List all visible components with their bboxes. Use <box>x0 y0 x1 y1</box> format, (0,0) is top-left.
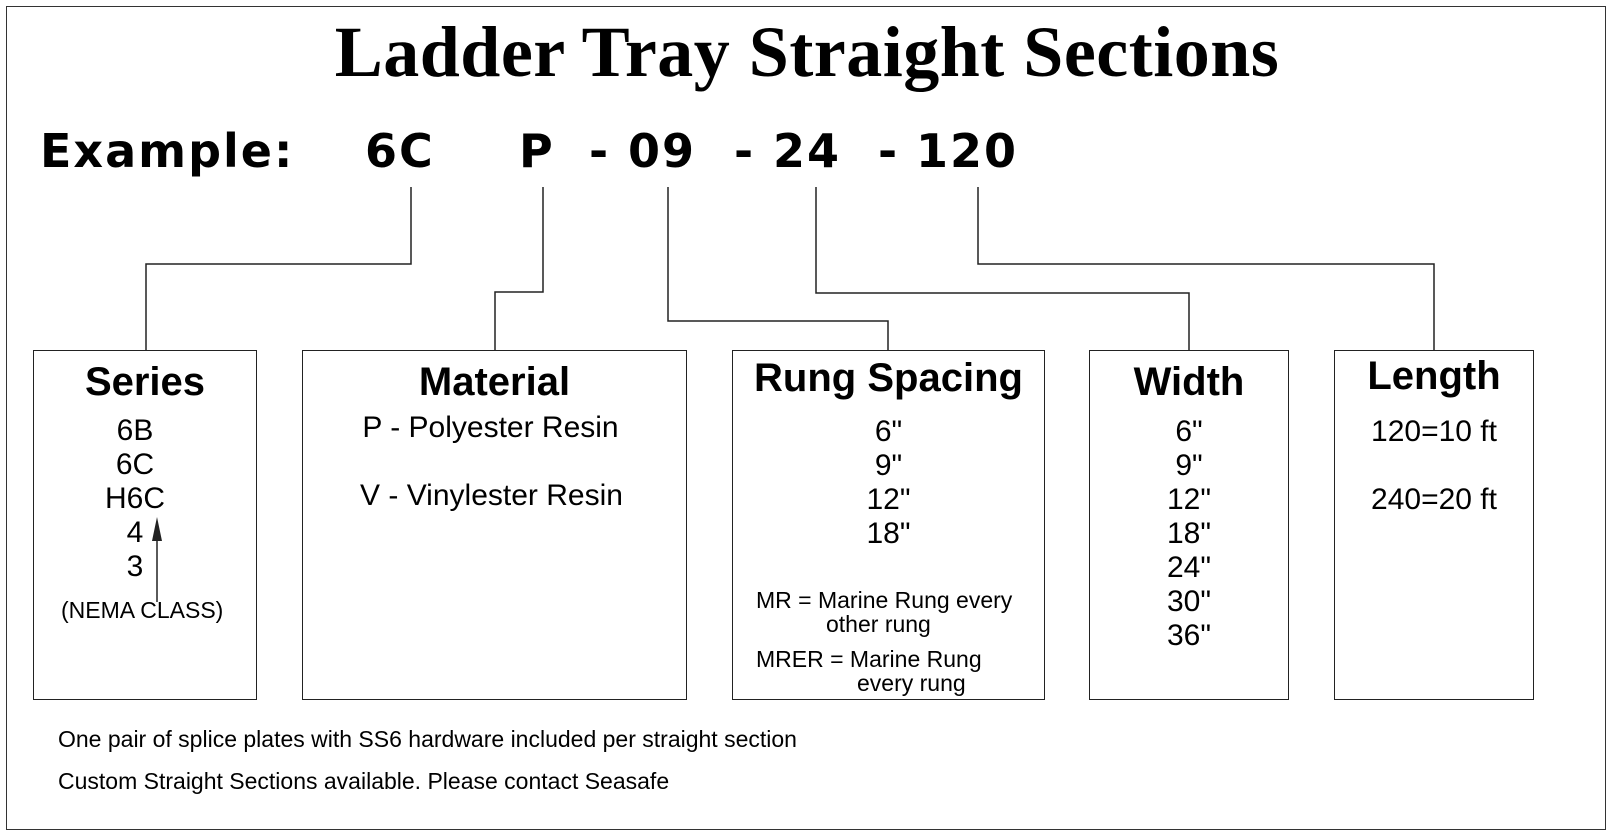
width-option: 9" <box>1175 449 1203 482</box>
rung-spacing-option: 9" <box>874 449 903 482</box>
diagram-title: Ladder Tray Straight Sections <box>334 12 1280 92</box>
rung-spacing-option: 12" <box>866 483 911 516</box>
material-box: Material P - Polyester Resin V - Vinyles… <box>302 350 687 700</box>
width-option: 12" <box>1166 483 1212 516</box>
rung-spacing-option: 6" <box>874 415 903 448</box>
example-separator: - <box>589 124 611 178</box>
example-label: Example: <box>40 124 295 178</box>
example-rung-code: 09 <box>628 124 697 178</box>
nema-arrow-head <box>152 517 162 541</box>
example-separator: - <box>878 124 900 178</box>
series-connector <box>145 187 412 351</box>
series-title: Series <box>84 360 206 404</box>
width-option: 18" <box>1166 517 1212 550</box>
width-box: Width 6" 9" 12" 18" 24" 30" 36" <box>1089 350 1289 700</box>
series-box: Series 6B 6C H6C 4 3 (NEMA CLASS) <box>33 350 257 700</box>
example-length-code: 120 <box>916 124 1019 178</box>
series-option: 3 <box>126 550 144 583</box>
material-option: V - Vinylester Resin <box>360 479 623 512</box>
length-option: 120=10 ft <box>1371 415 1497 448</box>
length-option: 240=20 ft <box>1371 483 1497 516</box>
marine-rung-every-note: every rung <box>857 670 966 696</box>
marine-rung-note: other rung <box>826 611 931 637</box>
custom-sections-note: Custom Straight Sections available. Plea… <box>58 768 670 794</box>
series-option: 6C <box>115 448 155 481</box>
marine-rung-every-note: MRER = Marine Rung <box>756 646 982 672</box>
material-title: Material <box>418 360 571 404</box>
length-box: Length 120=10 ft 240=20 ft <box>1334 350 1534 700</box>
width-option: 36" <box>1166 619 1212 652</box>
width-option: 6" <box>1175 415 1203 448</box>
marine-rung-note: MR = Marine Rung every <box>756 587 1013 613</box>
example-material-code: P <box>519 124 555 178</box>
example-series-code: 6C <box>365 124 435 178</box>
width-option: 30" <box>1166 585 1212 618</box>
material-connector <box>494 187 544 351</box>
length-connector <box>977 187 1435 351</box>
series-option: H6C <box>104 482 165 515</box>
width-title: Width <box>1133 360 1245 404</box>
material-option: P - Polyester Resin <box>362 411 619 444</box>
series-option: 4 <box>126 516 144 549</box>
width-option: 24" <box>1166 551 1212 584</box>
length-title: Length <box>1367 354 1501 398</box>
nema-class-note: (NEMA CLASS) <box>61 597 224 623</box>
series-option: 6B <box>116 414 154 447</box>
example-width-code: 24 <box>773 124 842 178</box>
example-separator: - <box>734 124 756 178</box>
diagram-frame <box>6 6 1606 830</box>
rung-spacing-option: 18" <box>866 517 911 550</box>
splice-plate-note: One pair of splice plates with SS6 hardw… <box>58 726 797 752</box>
width-connector <box>815 187 1190 351</box>
rung-spacing-title: Rung Spacing <box>754 356 1023 400</box>
rung-spacing-connector <box>667 187 889 351</box>
rung-spacing-box: Rung Spacing 6" 9" 12" 18" MR = Marine R… <box>732 350 1045 700</box>
